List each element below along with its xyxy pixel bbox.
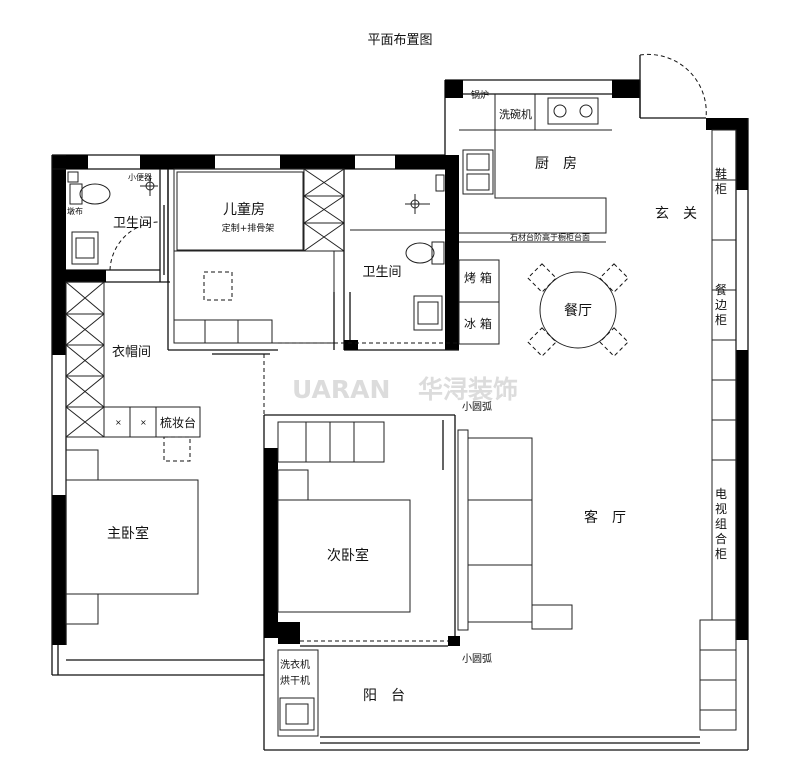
boiler-label: 锅炉 bbox=[471, 89, 489, 101]
fridge-label: 冰 箱 bbox=[464, 316, 492, 331]
watermark-cn: 华浔装饰 bbox=[418, 375, 518, 404]
living: 客 厅 bbox=[457, 429, 626, 631]
arc-note-top: 小圆弧 bbox=[462, 400, 492, 413]
balcony: 洗衣机 烘干机 阳 台 bbox=[277, 649, 405, 737]
room-label-living: 客 厅 bbox=[584, 509, 626, 526]
toilet-note: 小便器 bbox=[128, 172, 152, 182]
bath-left: 卫生间 小便器 墩布 bbox=[66, 169, 170, 283]
shoe-cabinet-label: 鞋柜 bbox=[715, 166, 727, 196]
watermark-latin: UARAN bbox=[292, 375, 390, 404]
closet: × × 衣帽间 梳妆台 bbox=[65, 281, 201, 462]
svg-text:×: × bbox=[115, 418, 122, 427]
entry-door bbox=[639, 53, 707, 119]
room-label-bath-left: 卫生间 bbox=[113, 216, 152, 231]
room-label-bath-mid: 卫生间 bbox=[362, 265, 401, 280]
master-bedroom: 主卧室 bbox=[65, 449, 199, 625]
bath-mid: 卫生间 bbox=[344, 155, 459, 351]
passage-lines bbox=[263, 342, 459, 415]
dresser-label: 梳妆台 bbox=[160, 415, 196, 430]
right-cabinets: 鞋柜 餐边柜 电视组合柜 bbox=[699, 129, 737, 731]
washer-label: 洗衣机 bbox=[280, 658, 310, 671]
arc-note-bottom: 小圆弧 bbox=[462, 652, 492, 665]
kids-room: 儿童房 定制+排骨架 bbox=[167, 168, 351, 355]
watermark: UARAN 华浔装饰 bbox=[292, 375, 518, 404]
room-label-closet: 衣帽间 bbox=[112, 344, 151, 360]
dining: 餐厅 bbox=[527, 263, 629, 357]
room-label-kids: 儿童房 bbox=[223, 201, 265, 218]
room-label-entry: 玄 关 bbox=[655, 205, 697, 222]
dryer-label: 烘干机 bbox=[280, 674, 310, 687]
tv-cabinet-label: 电视组合柜 bbox=[715, 487, 727, 561]
svg-text:×: × bbox=[140, 418, 147, 427]
counter-note: 石材台阶高于橱柜台面 bbox=[510, 232, 590, 242]
room-label-dining: 餐厅 bbox=[564, 303, 592, 319]
room-label-second: 次卧室 bbox=[327, 547, 369, 564]
side-cabinet-label: 餐边柜 bbox=[715, 282, 727, 327]
kitchen: 锅炉 洗碗机 厨 房 石材台阶高于橱柜台面 烤 箱 冰 箱 玄 关 bbox=[458, 89, 697, 345]
mop-note: 墩布 bbox=[67, 206, 83, 216]
room-label-balcony: 阳 台 bbox=[363, 688, 405, 704]
kids-note: 定制+排骨架 bbox=[222, 222, 275, 234]
oven-label: 烤 箱 bbox=[464, 270, 492, 285]
room-label-master: 主卧室 bbox=[107, 525, 149, 542]
second-bedroom: 次卧室 小圆弧 小圆弧 bbox=[263, 400, 492, 665]
plan-title: 平面布置图 bbox=[367, 33, 432, 48]
room-label-kitchen: 厨 房 bbox=[535, 156, 577, 172]
dishwasher-label: 洗碗机 bbox=[499, 107, 532, 121]
